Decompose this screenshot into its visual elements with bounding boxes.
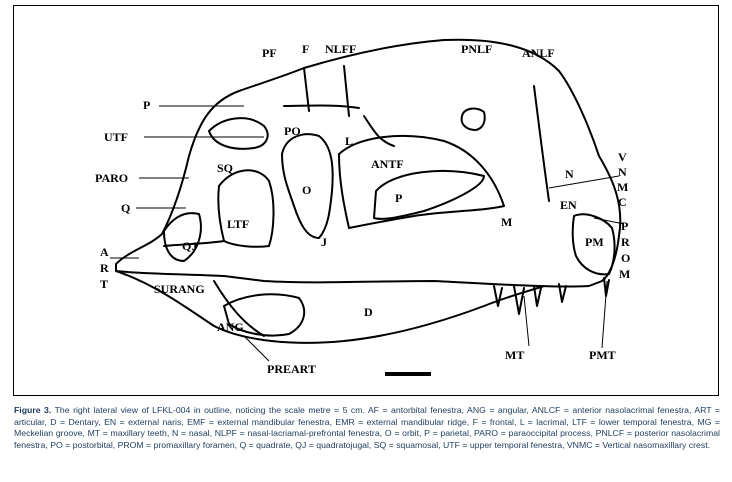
label-mt: MT [505,348,524,362]
label-pf: PF [262,46,277,60]
label-ang: ANG [217,320,244,334]
label-anlf: ANLF [522,46,555,60]
caption-text: The right lateral view of LFKL-004 in ou… [14,405,720,450]
antorbital-inner [373,170,485,220]
figure-frame: PF F NLFF PNLF ANLF P UTF PO L SQ PARO A… [13,5,719,396]
caption-label: Figure 3. [14,405,52,415]
quadrate-outline [163,212,202,262]
label-ltf: LTF [227,217,249,231]
label-qj: QJ [182,239,197,253]
label-vnmc-m: M [617,180,628,194]
maxillary-teeth [493,277,610,315]
label-antf: ANTF [371,157,404,171]
scale-bar [385,372,431,376]
label-po: PO [284,124,301,138]
label-sq: SQ [217,161,233,175]
label-pnlf: PNLF [461,42,492,56]
label-prom-p: P [621,219,628,233]
dentary-lower-edge [213,280,265,337]
label-vnmc-c: C [618,195,627,209]
label-q: Q [121,201,130,215]
suture-lines [163,65,550,247]
label-prom-o: O [621,251,630,265]
label-t: T [100,277,108,291]
label-vnmc-n: N [618,165,627,179]
label-paro: PARO [95,171,128,185]
label-prom-r: R [621,235,630,249]
label-p-inner: P [395,191,402,205]
label-en: EN [560,198,577,212]
lower-jaw-outline [115,270,545,344]
label-vnmc-v: V [618,150,627,164]
angular-outline [223,293,306,337]
orbit-outline [281,133,334,239]
label-pm: PM [585,235,604,249]
label-nlff: NLFF [325,42,356,56]
premaxilla-outline [571,213,616,276]
label-utf: UTF [104,130,128,144]
label-prom-m: M [619,267,630,281]
label-surang: SURANG [154,282,205,296]
label-pmt: PMT [589,348,616,362]
label-j: J [321,235,327,249]
label-n: N [565,167,574,181]
antorbital-outline [338,134,505,229]
skull-outline [115,38,622,288]
label-preart: PREART [267,362,316,376]
label-m-inner: M [501,215,512,229]
figure-caption: Figure 3. The right lateral view of LFKL… [14,405,720,451]
label-r: R [100,261,109,275]
label-d: D [364,305,373,319]
label-o: O [302,183,311,197]
utf-outline [208,117,269,150]
skull-diagram: PF F NLFF PNLF ANLF P UTF PO L SQ PARO A… [95,38,630,376]
label-p-parietal: P [143,98,150,112]
label-l: L [345,134,353,148]
label-a: A [100,245,109,259]
label-f: F [302,42,309,56]
pnlf-outline [460,107,486,131]
ltf-outline [217,169,275,248]
